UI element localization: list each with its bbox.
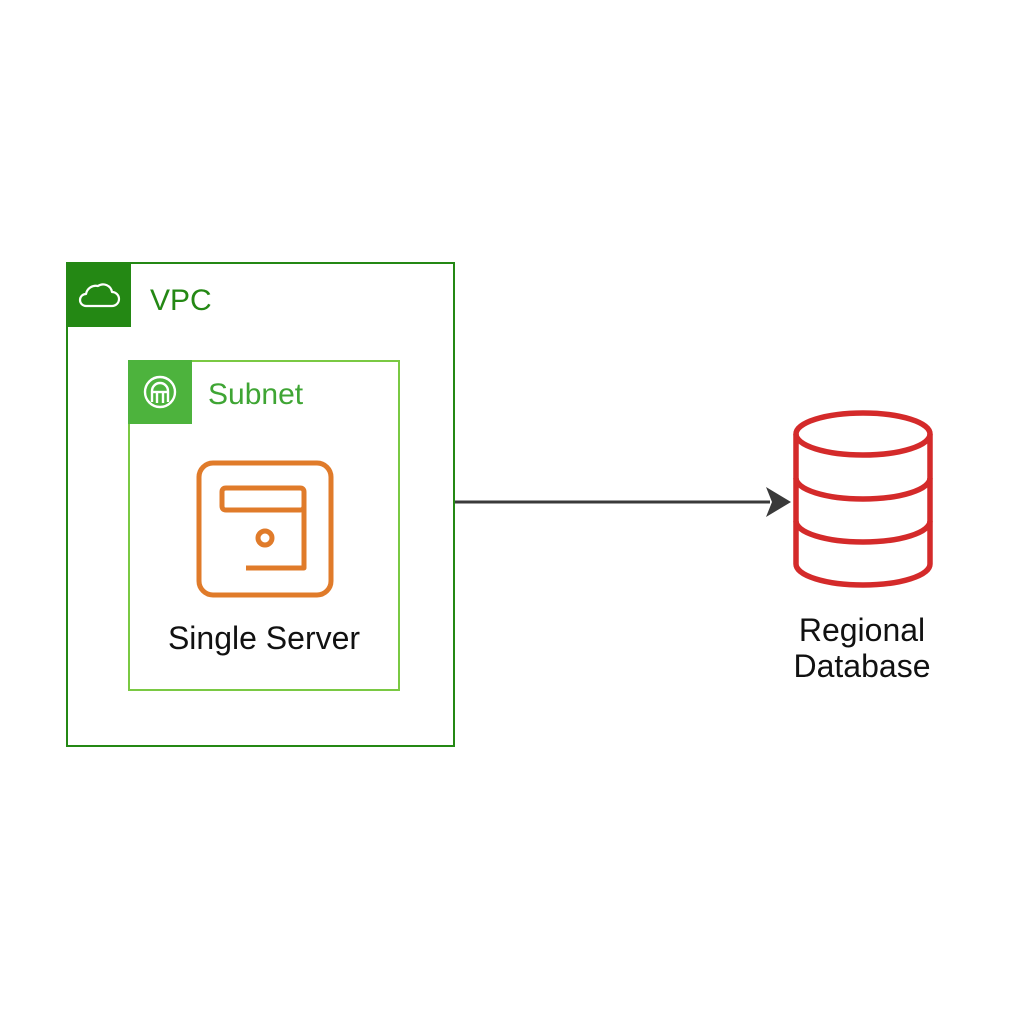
subnet-badge <box>128 360 192 424</box>
database-label-line1: Regional <box>798 612 926 648</box>
cloud-icon <box>78 282 120 307</box>
vpc-label: VPC <box>150 284 212 317</box>
vpc-group[interactable]: VPC Subnet Single Server <box>66 262 455 747</box>
arrow-right-icon <box>766 487 791 517</box>
server-label: Single Server <box>167 620 361 656</box>
database-label-line2: Database <box>793 648 931 684</box>
server-instance-icon[interactable] <box>196 460 334 598</box>
subnet-group[interactable]: Subnet Single Server <box>128 360 400 691</box>
database-label: Regional Database <box>762 612 962 684</box>
vpc-badge <box>66 262 131 327</box>
subnet-gateway-icon <box>143 375 177 409</box>
database-icon[interactable] <box>790 408 936 590</box>
subnet-label: Subnet <box>208 378 304 411</box>
